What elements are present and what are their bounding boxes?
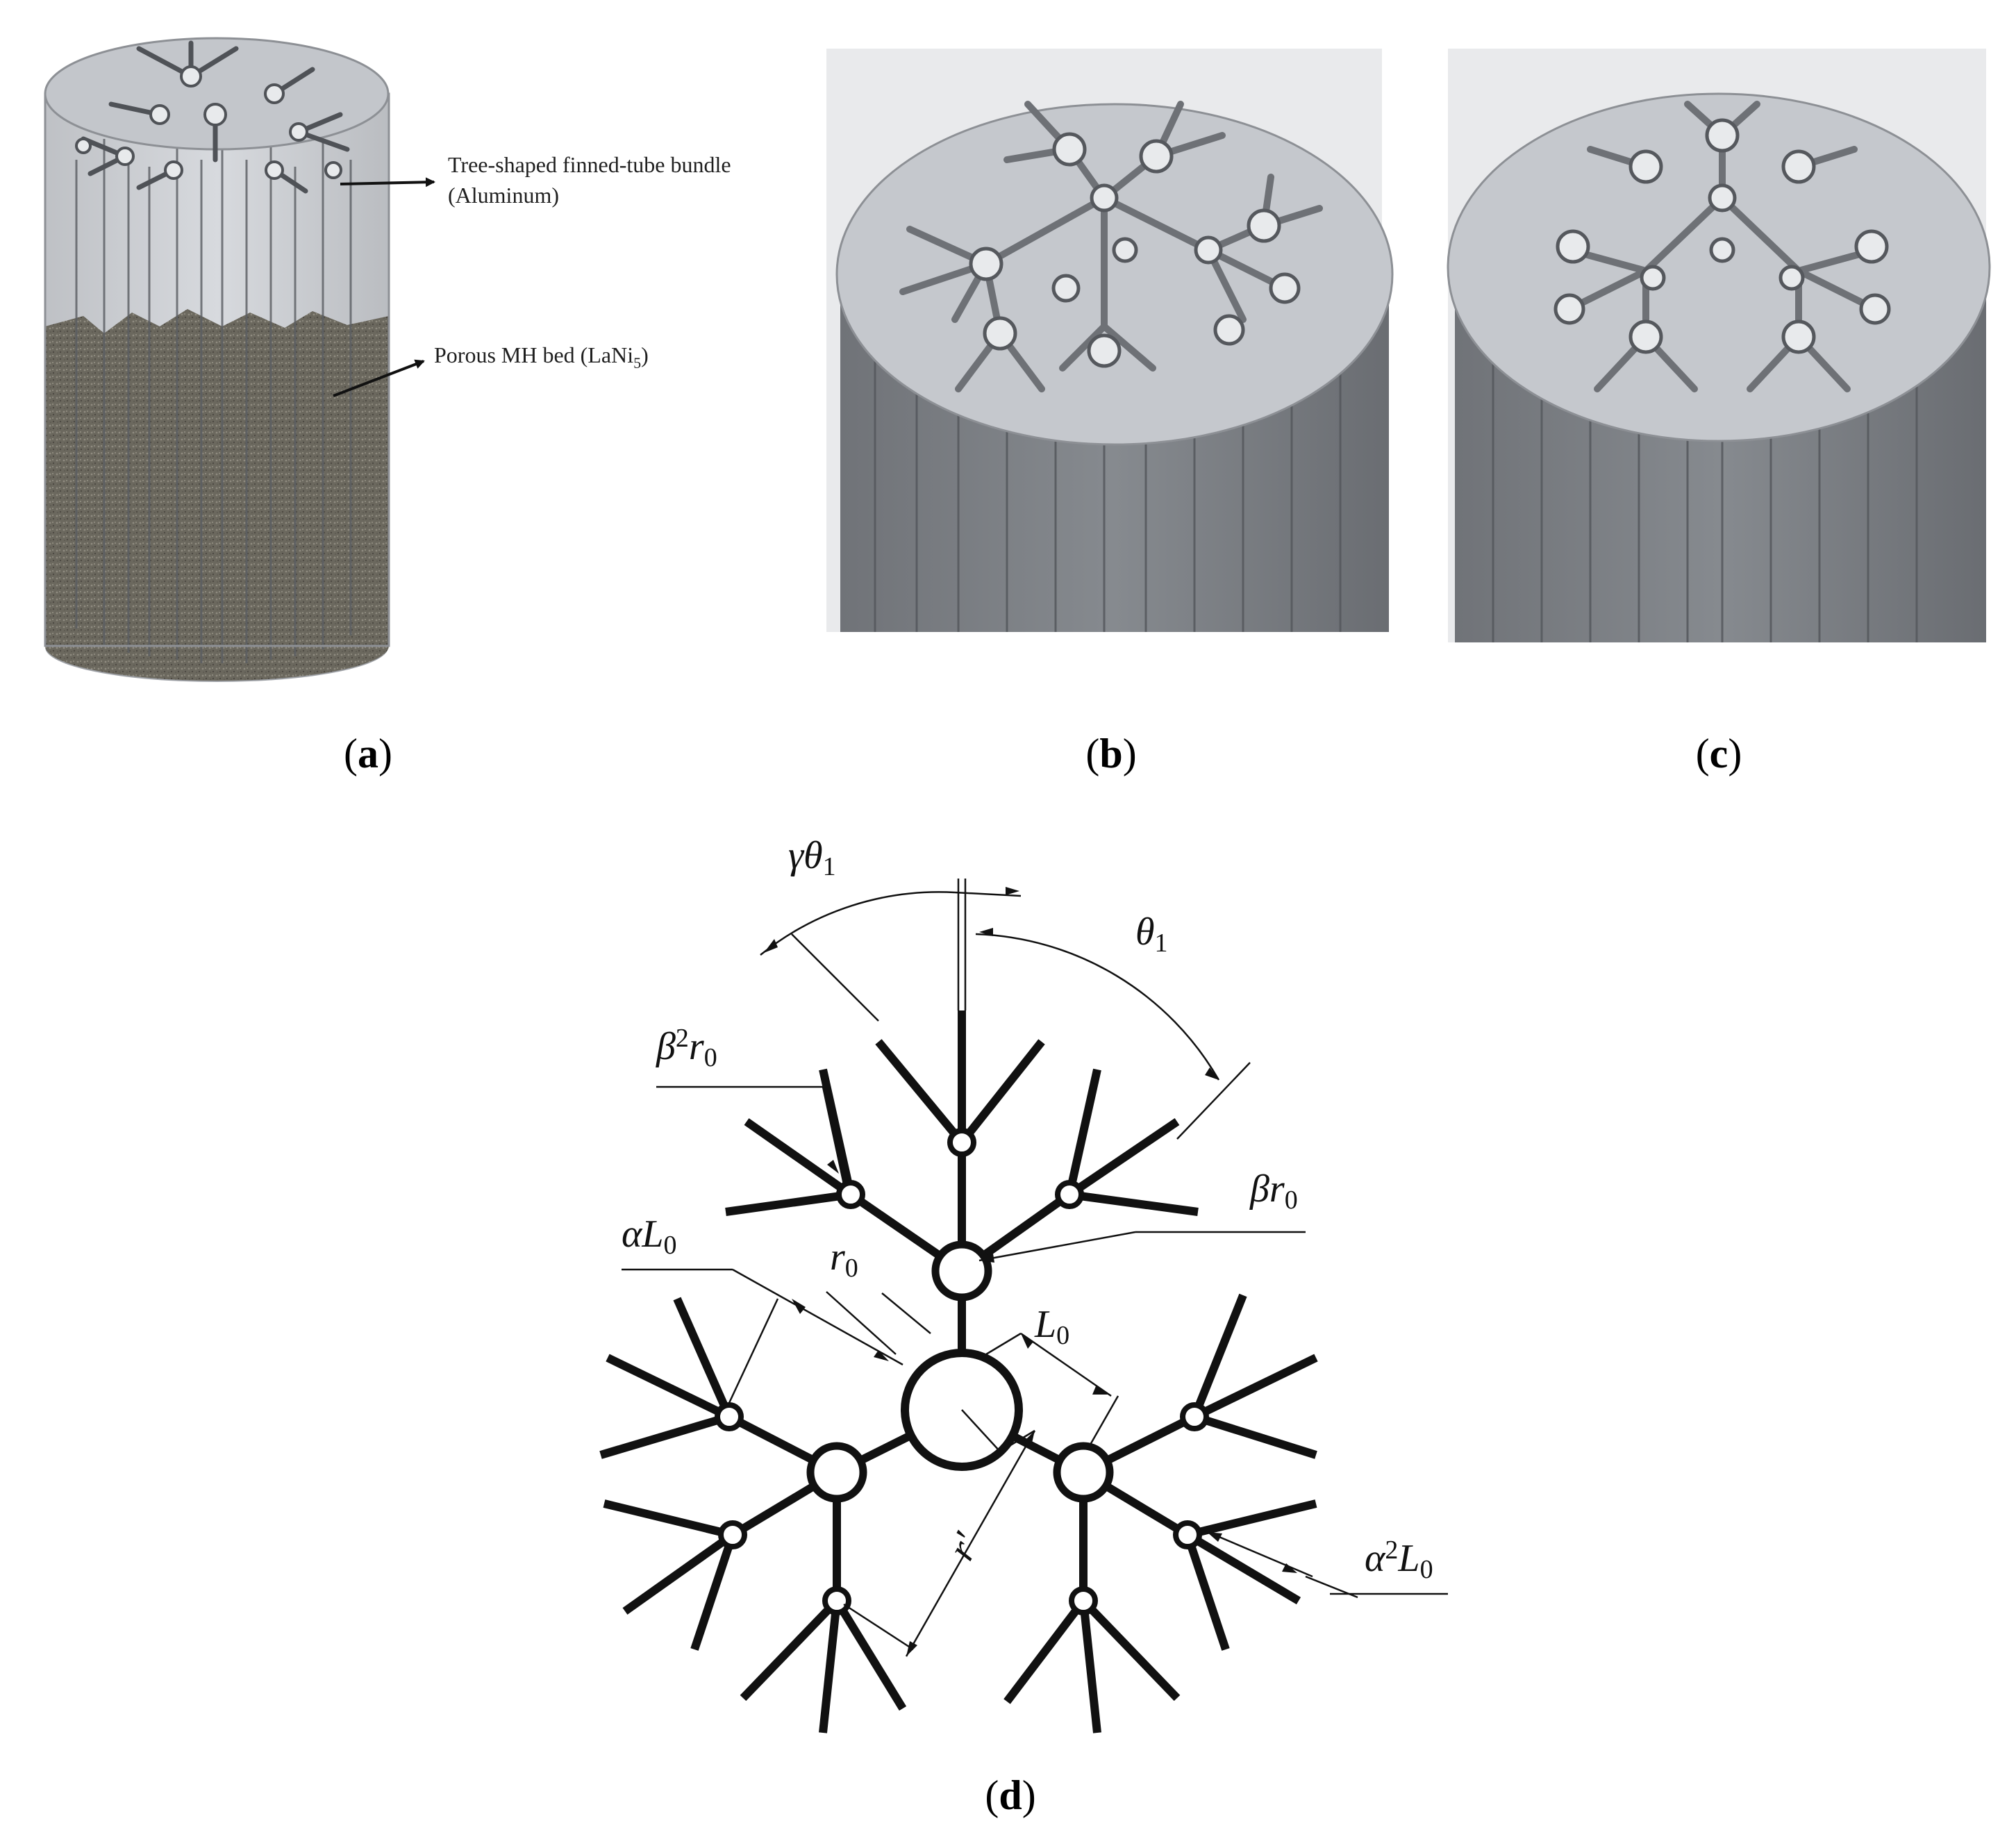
- label-r-prime: r': [940, 1526, 989, 1567]
- fin-annotation-line1: Tree-shaped finned-tube bundle: [448, 152, 731, 177]
- fin-annotation-line2: (Aluminum): [448, 183, 559, 208]
- label-r0: r0: [830, 1236, 858, 1283]
- label-theta1: θ1: [1135, 910, 1168, 958]
- label-alpha2-L0: α2L0: [1365, 1536, 1433, 1584]
- bed-annotation-arrow: [333, 359, 425, 397]
- fin-annotation-arrow: [340, 177, 435, 188]
- panel-label-d: (d): [985, 1772, 1035, 1818]
- label-gamma-theta1: γθ1: [788, 834, 836, 881]
- panel-d: γθ1 θ1 β2r0 βr0 αL0 r0 L0 r' α2L0 (d): [599, 834, 1448, 1818]
- panel-label-c: (c): [1696, 731, 1742, 776]
- label-beta2-r0: β2r0: [656, 1024, 717, 1072]
- tree-fins: [599, 1010, 1318, 1733]
- cylinder-vessel: [44, 37, 390, 682]
- label-alpha-L0: αL0: [622, 1213, 677, 1260]
- label-L0: L0: [1034, 1303, 1069, 1350]
- panel-a: Tree-shaped finned-tube bundle (Aluminum…: [44, 37, 731, 776]
- dimension-arrows: [764, 887, 1297, 1656]
- panel-c: (c): [1447, 49, 1991, 776]
- tubes: [715, 1128, 1209, 1615]
- panel-label-a: (a): [344, 731, 392, 776]
- label-beta-r0: βr0: [1249, 1167, 1298, 1215]
- bed-annotation: Porous MH bed (LaNi5): [434, 342, 649, 372]
- panel-b: (b): [826, 49, 1394, 776]
- porous-mh-bed: [45, 309, 389, 681]
- panel-label-b: (b): [1085, 731, 1136, 776]
- symbol-labels: γθ1 θ1 β2r0 βr0 αL0 r0 L0 r' α2L0: [622, 834, 1433, 1584]
- dimension-lines: [622, 879, 1448, 1657]
